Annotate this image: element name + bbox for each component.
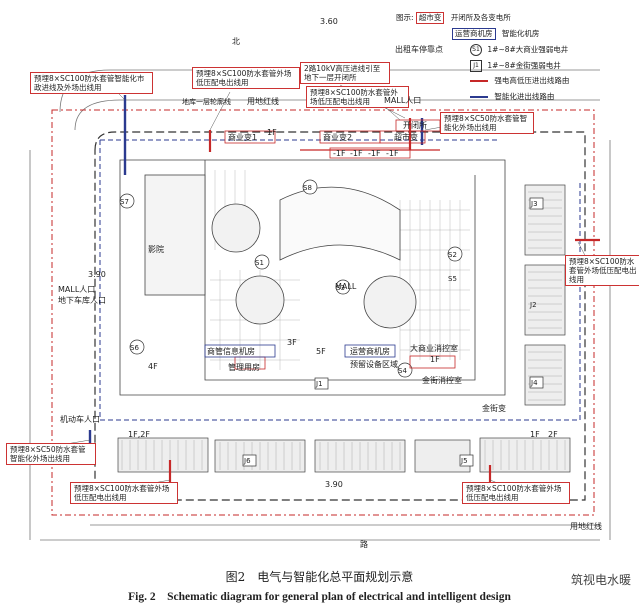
label-parking-west: 地下车库人口 xyxy=(58,296,106,305)
well-j1: J1 xyxy=(316,380,323,388)
label-2f-west: 1F,2F xyxy=(128,430,150,439)
label-north-elev: 3.60 xyxy=(320,17,338,26)
label-2f-s: 2F xyxy=(548,430,558,439)
well-j4: J4 xyxy=(531,379,538,387)
well-s5: S5 xyxy=(448,275,457,283)
land-redline xyxy=(51,109,595,516)
legend-title: 图示: xyxy=(396,13,414,22)
callout-sw: 预埋8×SC100防水套管外场低压配电出线用 xyxy=(70,482,178,504)
callout-ne: 预埋8×SC50防水套管智能化外场出线用 xyxy=(440,112,534,134)
legend-text-intelligent: 智能化机房 xyxy=(501,29,540,38)
well-j6: J6 xyxy=(244,457,251,465)
label-west-elev: 3.90 xyxy=(88,270,106,279)
callout-nw: 预埋8×SC100防水套管智能化市政进线及外场出线用 xyxy=(30,72,153,94)
well-s6: S6 xyxy=(130,344,139,352)
mall-building xyxy=(119,159,506,396)
label-motor-west: 机动车人口 xyxy=(60,415,100,424)
label-switch-station: 开闭所 xyxy=(403,121,427,130)
legend-red-line-icon xyxy=(470,80,488,82)
label-substation-supermarket: 超市变 xyxy=(394,133,418,142)
label-north-road: 北 xyxy=(232,37,240,46)
label-taxi-stop: 出租车停靠点 xyxy=(395,45,443,54)
legend-text-intelligent-route: 智能化进出线路由 xyxy=(494,92,555,101)
legend-text-power-route: 强电高低压进出线路由 xyxy=(494,76,570,85)
label-5f: 5F xyxy=(316,347,326,356)
label-floor-b: -1F xyxy=(350,149,363,158)
east-blocks xyxy=(524,184,566,406)
well-s4: S4 xyxy=(398,367,407,375)
legend-text-wells-s: 1#~8#大商业强弱电井 xyxy=(487,45,569,54)
caption-english: Fig. 2 Schematic diagram for general pla… xyxy=(128,591,511,603)
label-floor-a: -1F xyxy=(333,149,346,158)
well-s8: S8 xyxy=(303,184,312,192)
label-mall-center: MALL xyxy=(335,282,357,291)
label-operator-room: 运营商机房 xyxy=(350,347,390,356)
label-gold-fire-control: 金街消控室 xyxy=(422,376,462,385)
well-j3: J3 xyxy=(531,200,538,208)
label-mall-west: MALL人口 xyxy=(58,285,96,294)
atrium-shapes xyxy=(211,186,417,329)
legend-box-substation: 超市变 xyxy=(415,12,445,24)
callout-n3: 预埋8×SC100防水套管外场低压配电出线用 xyxy=(306,86,409,108)
well-s3: S3 xyxy=(336,284,345,292)
label-3f: 3F xyxy=(287,338,297,347)
callout-e: 预埋8×SC100防水套管外场低压配电出线用 xyxy=(565,255,639,286)
label-basement-outline: 地库一层轮廓线 xyxy=(182,98,231,106)
label-floor-d: -1F xyxy=(386,149,399,158)
well-j2: J2 xyxy=(530,301,537,309)
legend-blue-line-icon xyxy=(470,96,488,98)
label-1f-s: 1F xyxy=(530,430,540,439)
basement-outline xyxy=(94,131,586,501)
intelligent-route xyxy=(99,139,581,421)
label-property-room: 商管信息机房 xyxy=(207,347,255,356)
label-mall-entrance-top: MALL人口 xyxy=(384,96,422,105)
label-redline-top: 用地红线 xyxy=(247,97,279,106)
well-squares xyxy=(242,197,544,467)
legend-circle-icon: S1 xyxy=(470,44,482,56)
callout-n2: 2路10kV高压进线引至地下一层开闭所 xyxy=(300,62,390,84)
label-substation-2: 商业变2 xyxy=(323,133,353,142)
watermark-text: 筑视电水暖 xyxy=(570,573,631,587)
label-redline-bottom: 用地红线 xyxy=(570,522,602,531)
label-floor-c: -1F xyxy=(368,149,381,158)
legend-text-substation: 开闭所及各变电所 xyxy=(450,13,511,22)
label-substation-1: 商业变1 xyxy=(228,133,258,142)
east-hatching xyxy=(528,191,562,401)
callout-n1: 预埋8×SC100防水套管外场低压配电出线用 xyxy=(192,67,300,89)
callout-se: 预埋8×SC100防水套管外场低压配电出线用 xyxy=(462,482,570,504)
legend-text-wells-j: 1#~8#金街强弱电井 xyxy=(487,61,561,70)
well-s2: S2 xyxy=(448,251,457,259)
label-floor-e: 1F xyxy=(267,128,277,137)
well-s7: S7 xyxy=(120,198,129,206)
label-management-room: 管理用房 xyxy=(228,363,260,372)
legend-box-intelligent: 运营商机房 xyxy=(452,28,496,40)
label-south-elev: 3.90 xyxy=(325,480,343,489)
well-circles xyxy=(119,179,463,378)
label-cinema: 影院 xyxy=(148,245,164,254)
label-reserved-equipment: 预留设备区域 xyxy=(350,360,398,369)
site-plan-drawing xyxy=(29,69,611,541)
label-fire-control: 大商业消控室 xyxy=(410,344,458,353)
caption-chinese: 图2 电气与智能化总平面规划示意 xyxy=(225,570,414,584)
legend-square-icon: J1 xyxy=(470,60,482,72)
label-gold-substation: 金街变 xyxy=(482,404,506,413)
label-4f: 4F xyxy=(148,362,158,371)
power-routes xyxy=(168,118,600,490)
site-roads xyxy=(29,69,611,541)
label-1f-west: 1F xyxy=(430,355,440,364)
well-s1: S1 xyxy=(255,259,264,267)
operator-box xyxy=(204,344,396,358)
callout-w: 预埋8×SC50防水套管智能化外场出线用 xyxy=(6,443,96,465)
well-j5: J5 xyxy=(461,457,468,465)
label-south-road: 路 xyxy=(360,540,368,549)
